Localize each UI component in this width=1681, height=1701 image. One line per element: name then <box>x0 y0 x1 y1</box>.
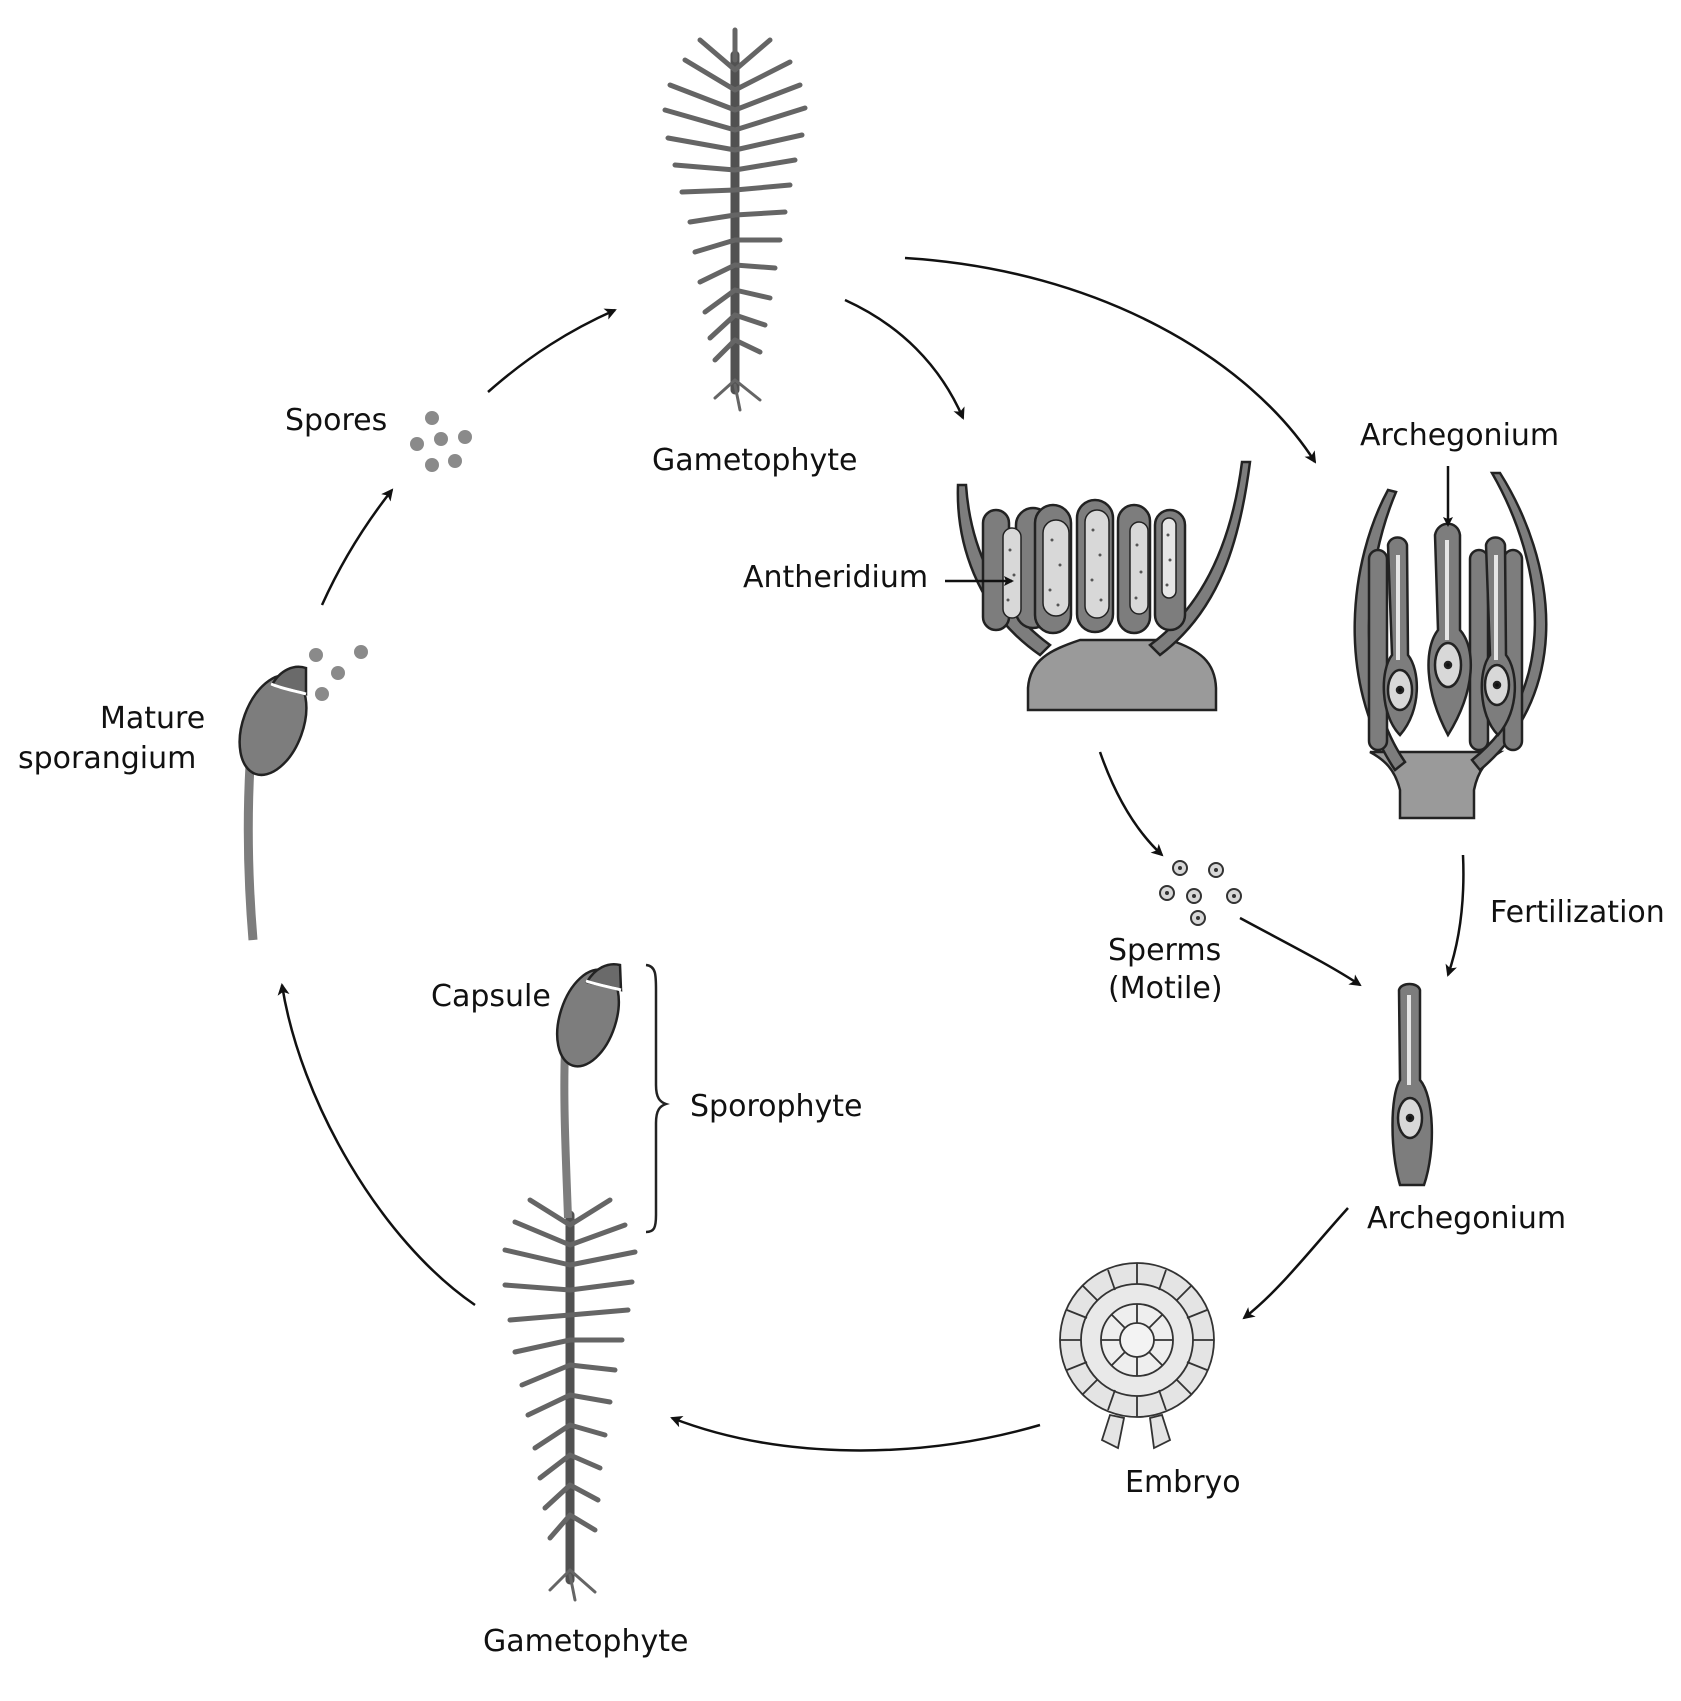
antheridium-illustration <box>956 460 1252 712</box>
label-sperms: Sperms <box>1108 933 1221 968</box>
mature-sporangium-illustration <box>238 665 308 941</box>
label-motile: (Motile) <box>1108 971 1223 1006</box>
arrow-gametophyte-to-sporangium <box>277 983 476 1307</box>
sporophyte-capsule-illustration <box>555 963 623 1219</box>
archegonium-bottom-illustration <box>1391 982 1434 1187</box>
arrow-archegonium-to-embryo <box>1242 1207 1349 1320</box>
label-antheridium: Antheridium <box>743 560 928 595</box>
arrow-spores-to-gametophyte <box>487 308 617 393</box>
label-mature: Mature <box>100 701 205 736</box>
cycle-arrows <box>277 256 1465 1452</box>
arrow-sporangium-to-spores <box>320 488 394 606</box>
gametophyte-bottom-illustration <box>502 1197 638 1602</box>
arrow-gametophyte-to-antheridium <box>844 298 965 420</box>
label-fertilization: Fertilization <box>1490 895 1665 930</box>
spores-cluster <box>410 411 472 472</box>
gametophyte-top-illustration <box>662 27 808 412</box>
label-archegonium-top: Archegonium <box>1360 418 1559 453</box>
diagram-labels: Gametophyte Spores Archegonium Antheridi… <box>18 403 1665 1659</box>
arrow-antheridium-to-sperms <box>1098 751 1164 857</box>
label-gametophyte-bottom: Gametophyte <box>483 1624 688 1659</box>
sporophyte-brace <box>645 963 670 1234</box>
arrow-sperms-to-archegonium <box>1239 916 1362 987</box>
label-sporophyte: Sporophyte <box>690 1089 863 1124</box>
arrow-gametophyte-to-archegonium <box>904 256 1317 464</box>
label-spores: Spores <box>285 403 387 438</box>
label-sporangium: sporangium <box>18 741 196 776</box>
label-embryo: Embryo <box>1125 1465 1241 1500</box>
archegonium-top-illustration <box>1353 471 1548 820</box>
label-gametophyte-top: Gametophyte <box>652 443 857 478</box>
label-archegonium-bottom: Archegonium <box>1367 1201 1566 1236</box>
arrow-fertilization <box>1445 854 1465 977</box>
released-spores <box>309 645 368 701</box>
sperms-cluster <box>1159 860 1242 926</box>
embryo-illustration <box>1059 1262 1215 1450</box>
label-capsule: Capsule <box>431 979 551 1014</box>
arrow-embryo-to-gametophyte <box>670 1416 1041 1452</box>
